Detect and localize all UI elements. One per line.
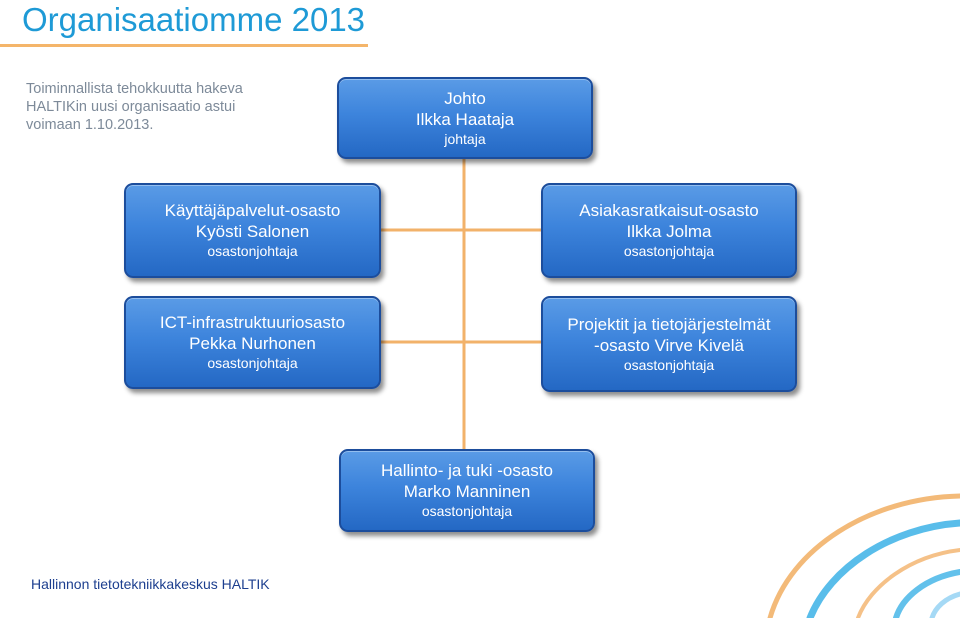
box-person: Kyösti Salonen (195, 222, 310, 241)
box-role: osastonjohtaja (421, 503, 513, 519)
box-department: Projektit ja tietojärjestelmät (567, 314, 771, 334)
box-person: Ilkka Jolma (626, 222, 712, 241)
box-person: Pekka Nurhonen (189, 334, 316, 353)
org-box-johto: Johto Ilkka Haataja johtaja (337, 77, 593, 159)
box-person: -osasto Virve Kivelä (594, 335, 744, 355)
box-role: osastonjohtaja (207, 355, 298, 371)
haltik-logo-swirl (767, 493, 960, 618)
box-department: Johto (444, 88, 486, 108)
box-person: Ilkka Haataja (415, 109, 515, 129)
intro-text: Toiminnallista tehokkuutta hakeva HALTIK… (26, 80, 306, 134)
box-role: johtaja (444, 130, 486, 147)
org-box-projektit: Projektit ja tietojärjestelmät -osasto V… (541, 296, 797, 392)
intro-line: voimaan 1.10.2013. (26, 117, 154, 133)
title-underline (0, 44, 368, 47)
org-box-kayttajapalvelut: Käyttäjäpalvelut-osasto Kyösti Salonen o… (124, 183, 381, 278)
intro-line: HALTIKin uusi organisaatio astui (26, 99, 236, 115)
org-box-hallinto: Hallinto- ja tuki -osasto Marko Manninen… (339, 449, 595, 532)
page-title: Organisaatiomme 2013 (22, 1, 366, 38)
box-department: Hallinto- ja tuki -osasto (381, 461, 553, 480)
box-role: osastonjohtaja (207, 243, 298, 259)
box-role: osastonjohtaja (623, 243, 715, 259)
footer-organization-name: Hallinnon tietotekniikkakeskus HALTIK (31, 576, 270, 592)
box-department: Asiakasratkaisut-osasto (579, 201, 759, 220)
intro-line: Toiminnallista tehokkuutta hakeva (26, 81, 243, 97)
box-department: ICT-infrastruktuuriosasto (159, 313, 346, 332)
box-department: Käyttäjäpalvelut-osasto (164, 201, 341, 220)
org-box-asiakasratkaisut: Asiakasratkaisut-osasto Ilkka Jolma osas… (541, 183, 797, 278)
box-role: osastonjohtaja (623, 356, 715, 373)
org-box-ict-infrastruktuuri: ICT-infrastruktuuriosasto Pekka Nurhonen… (124, 296, 381, 389)
box-person: Marko Manninen (403, 482, 531, 501)
